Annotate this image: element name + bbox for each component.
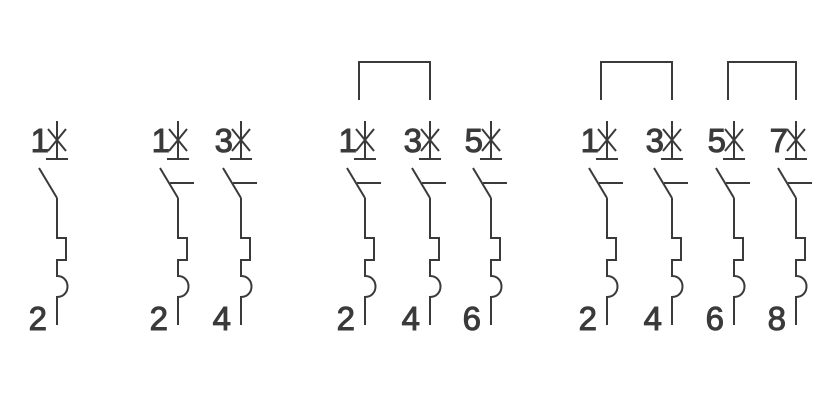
link-bracket <box>727 61 797 100</box>
switch-blade <box>159 167 179 199</box>
terminal-symbol-icon <box>596 121 618 160</box>
pole-label-bottom: 2 <box>150 300 168 337</box>
pole-label-top: 3 <box>404 122 422 159</box>
pole-label-top: 3 <box>215 122 233 159</box>
pole-label-bottom: 2 <box>29 300 47 337</box>
pole-wire <box>733 198 746 325</box>
switch-blade <box>777 167 797 199</box>
pole-label-top: 1 <box>339 122 357 159</box>
pole-label-bottom: 6 <box>463 300 481 337</box>
terminal-symbol-icon <box>480 121 502 160</box>
breaker-1-pole: 12 <box>28 121 69 338</box>
pole-wire <box>795 198 808 325</box>
pole-label-bottom: 8 <box>768 300 786 337</box>
terminal-symbol-icon <box>167 121 189 160</box>
terminal-symbol-icon <box>661 121 683 160</box>
pole-label-top: 7 <box>770 122 788 159</box>
pole-1-2: 12 <box>578 121 623 338</box>
terminal-symbol-icon <box>230 121 252 160</box>
pole-label-top: 1 <box>152 122 170 159</box>
pole-wire <box>671 198 684 325</box>
pole-label-bottom: 2 <box>579 300 597 337</box>
pole-wire <box>606 198 619 325</box>
pole-label-top: 5 <box>465 122 483 159</box>
pole-label-bottom: 4 <box>402 300 420 337</box>
pole-1-2: 12 <box>336 121 381 338</box>
pole-label-top: 1 <box>31 122 49 159</box>
pole-label-bottom: 6 <box>706 300 724 337</box>
terminal-symbol-icon <box>46 121 68 160</box>
pole-wire <box>364 198 377 325</box>
pole-label-top: 1 <box>581 122 599 159</box>
pole-wire <box>56 198 69 325</box>
terminal-symbol-icon <box>419 121 441 160</box>
pole-wire <box>490 198 503 325</box>
switch-blade <box>715 167 735 199</box>
switch-blade <box>346 167 366 199</box>
pole-label-bottom: 2 <box>337 300 355 337</box>
pole-wire <box>177 198 190 325</box>
terminal-symbol-icon <box>354 121 376 160</box>
pole-5-6: 56 <box>705 121 750 338</box>
terminal-symbol-icon <box>785 121 807 160</box>
pole-7-8: 78 <box>767 121 812 338</box>
terminal-symbol-icon <box>723 121 745 160</box>
pole-label-top: 3 <box>646 122 664 159</box>
pole-wire <box>429 198 442 325</box>
pole-wire <box>240 198 253 325</box>
switch-blade <box>653 167 673 199</box>
pole-3-4: 34 <box>401 121 446 338</box>
link-bracket <box>600 61 673 100</box>
pole-1-2: 12 <box>28 121 69 338</box>
switch-blade <box>222 167 242 199</box>
pole-1-2: 12 <box>149 121 194 338</box>
pole-label-top: 5 <box>708 122 726 159</box>
pole-label-bottom: 4 <box>213 300 231 337</box>
switch-blade <box>588 167 608 199</box>
switch-blade <box>411 167 431 199</box>
link-bracket <box>358 61 431 100</box>
pole-3-4: 34 <box>643 121 688 338</box>
pole-5-6: 56 <box>462 121 507 338</box>
switch-blade <box>472 167 492 199</box>
pole-label-bottom: 4 <box>644 300 662 337</box>
switch-blade <box>38 167 58 199</box>
pole-3-4: 34 <box>212 121 257 338</box>
